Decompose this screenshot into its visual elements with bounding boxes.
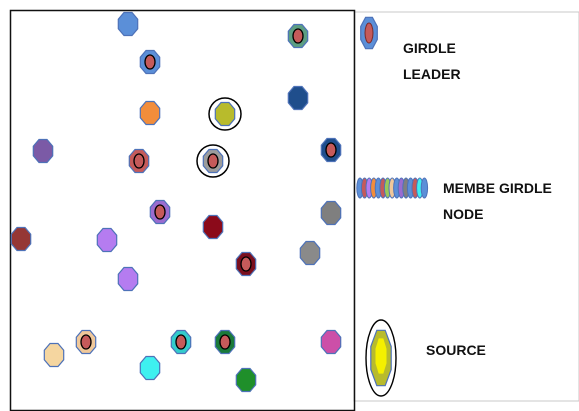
member-girdle-node-symbol xyxy=(356,177,429,199)
leader-node xyxy=(214,329,236,355)
node-hexagon xyxy=(43,342,65,368)
hex-darkred xyxy=(202,214,224,240)
network-nodes xyxy=(10,11,342,393)
node-hexagon xyxy=(320,200,342,226)
hex-cyan xyxy=(139,355,161,381)
node-hexagon xyxy=(299,240,321,266)
hex-lavender xyxy=(96,227,118,253)
hex-orange xyxy=(139,100,161,126)
leader-node xyxy=(128,148,150,174)
node-core xyxy=(240,256,252,272)
hex-maroon xyxy=(10,226,32,252)
node-core xyxy=(325,142,337,158)
node-core xyxy=(80,334,92,350)
node-hexagon xyxy=(139,100,161,126)
legend-label-girdle-leader: GIRDLE LEADER xyxy=(403,40,461,82)
node-core xyxy=(175,334,187,350)
source-ring xyxy=(196,144,230,178)
hex-pink xyxy=(320,329,342,355)
node-core xyxy=(207,153,219,169)
leader-node xyxy=(235,251,257,277)
node-core xyxy=(292,28,304,44)
node-hexagon xyxy=(202,214,224,240)
source-node xyxy=(208,97,242,131)
node-core xyxy=(133,153,145,169)
source-ring xyxy=(208,97,242,131)
legend-label-source-node: SOURCE NODE xyxy=(426,342,486,371)
node-hexagon xyxy=(287,85,309,111)
member-chain-link xyxy=(420,177,429,199)
node-hexagon xyxy=(117,11,139,37)
leader-node xyxy=(320,137,342,163)
hex-gray xyxy=(320,200,342,226)
node-core xyxy=(154,204,166,220)
node-hexagon xyxy=(139,355,161,381)
leader-node xyxy=(287,23,309,49)
leader-node xyxy=(149,199,171,225)
legend-symbols xyxy=(356,16,429,397)
source-node xyxy=(196,144,230,178)
node-hexagon xyxy=(235,367,257,393)
node-hexagon xyxy=(320,329,342,355)
node-core xyxy=(219,334,231,350)
node-hexagon xyxy=(96,227,118,253)
leader-node xyxy=(170,329,192,355)
girdle-leader-symbol xyxy=(360,16,378,50)
hex-green xyxy=(235,367,257,393)
legend-label-member-girdle-node: MEMBE GIRDLE NODE xyxy=(443,180,552,222)
node-hexagon xyxy=(214,101,236,127)
legend-source-core xyxy=(375,338,387,374)
source-node-symbol xyxy=(365,319,397,397)
hex-lavender xyxy=(117,266,139,292)
legend-core xyxy=(364,22,374,44)
hex-tan xyxy=(43,342,65,368)
node-hexagon xyxy=(117,266,139,292)
node-core xyxy=(144,54,156,70)
node-hexagon xyxy=(32,138,54,164)
leader-node xyxy=(75,329,97,355)
hex-top-blue xyxy=(117,11,139,37)
hex-purple xyxy=(32,138,54,164)
hex-gray xyxy=(299,240,321,266)
hex-navy xyxy=(287,85,309,111)
node-hexagon xyxy=(10,226,32,252)
leader-node xyxy=(139,49,161,75)
